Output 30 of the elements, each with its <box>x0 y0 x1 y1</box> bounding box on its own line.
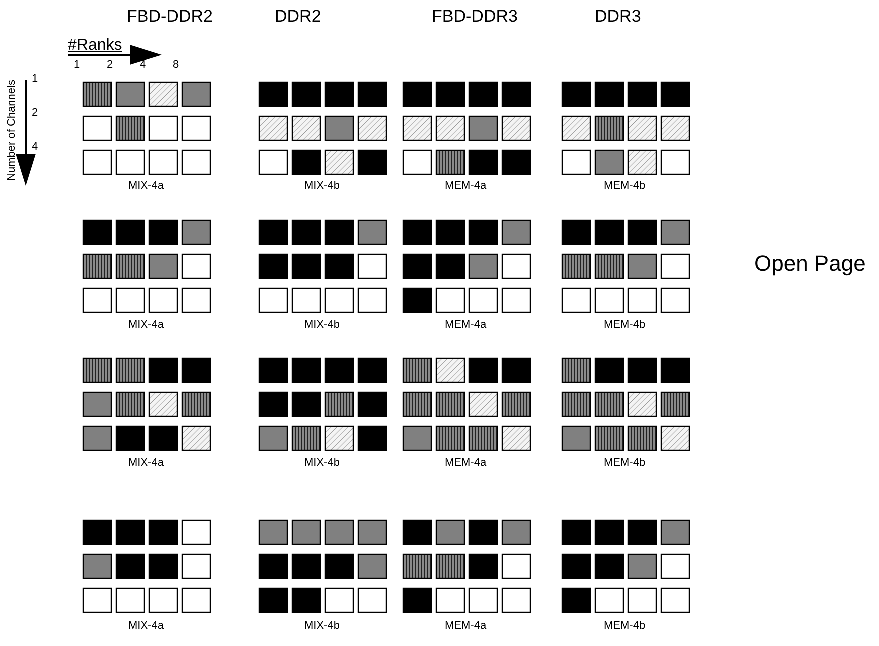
panel-label: MIX-4b <box>304 458 340 469</box>
panel-label: MEM-4b <box>604 621 646 632</box>
axis-tick-label: 2 <box>107 60 114 71</box>
panel-label: MIX-4b <box>304 320 340 331</box>
axis-tick-label: 1 <box>32 74 38 85</box>
panel-label: MIX-4a <box>128 320 164 331</box>
panel-label: MEM-4a <box>445 458 487 469</box>
panel-label: MIX-4b <box>304 181 340 192</box>
panel-label: MIX-4a <box>128 621 164 632</box>
column-heading: FBD-DDR3 <box>432 8 518 25</box>
column-heading: FBD-DDR2 <box>127 8 213 25</box>
column-heading: DDR3 <box>595 8 642 25</box>
axis-tick-label: 8 <box>173 60 180 71</box>
side-note: Open Page <box>754 253 866 275</box>
axis-tick-label: 4 <box>140 60 146 71</box>
column-heading: DDR2 <box>275 8 322 25</box>
panel-label: MIX-4a <box>128 458 164 469</box>
panel-label: MEM-4b <box>604 320 646 331</box>
panel-label: MEM-4b <box>604 181 646 192</box>
panel-label: MIX-4b <box>304 621 340 632</box>
panel-label: MIX-4a <box>128 181 164 192</box>
panel-label: MEM-4b <box>604 458 646 469</box>
axis-tick-label: 2 <box>32 108 38 119</box>
panel-label: MEM-4a <box>445 320 487 331</box>
axis-title: #Ranks <box>68 38 122 54</box>
panel-label: MEM-4a <box>445 181 487 192</box>
axis-title: Number of Channels <box>6 80 18 180</box>
axis-tick-label: 4 <box>32 142 38 153</box>
axis-tick-label: 1 <box>74 60 80 71</box>
panel-label: MEM-4a <box>445 621 487 632</box>
